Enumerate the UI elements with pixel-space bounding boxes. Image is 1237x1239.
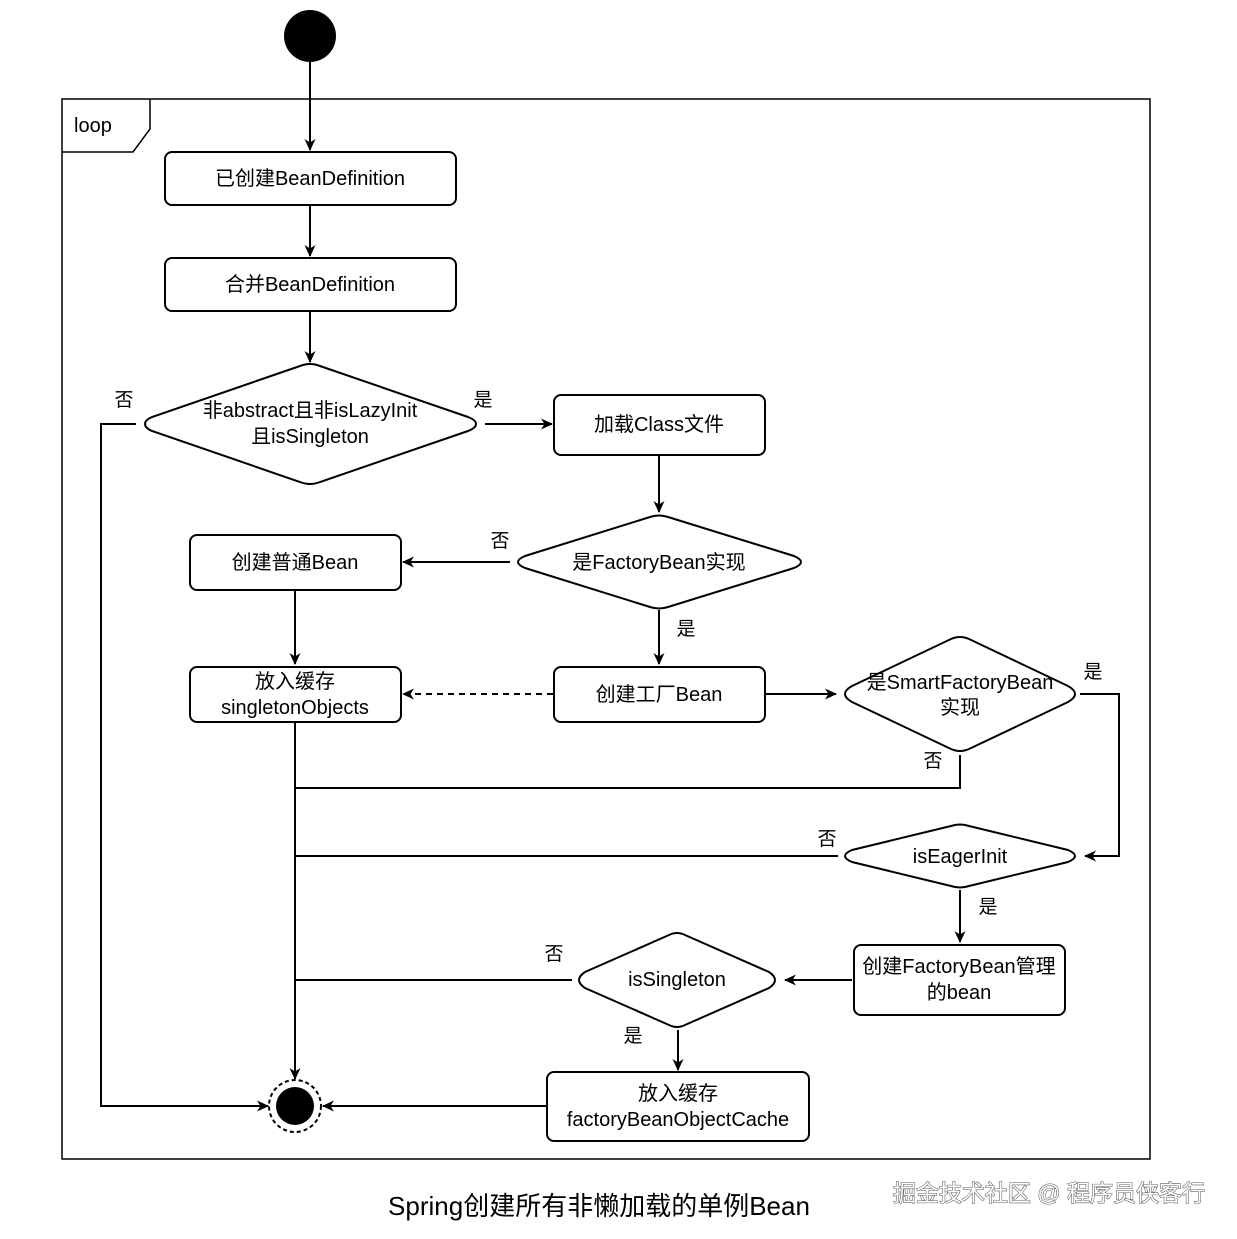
svg-text:实现: 实现 (940, 696, 980, 719)
edges (100, 62, 1120, 1112)
action-create-factory-bean: 创建工厂Bean (553, 666, 766, 723)
label-smart-no: 否 (923, 751, 942, 772)
svg-text:创建普通Bean: 创建普通Bean (232, 551, 359, 574)
svg-text:创建FactoryBean管理: 创建FactoryBean管理 (862, 955, 1055, 978)
decision-factorybean: 是FactoryBean实现 (516, 514, 803, 610)
diagram-caption: Spring创建所有非懒加载的单例Bean (388, 1191, 810, 1221)
action-create-normal-bean: 创建普通Bean (189, 534, 402, 591)
svg-text:且isSingleton: 且isSingleton (251, 426, 369, 448)
svg-text:的bean: 的bean (927, 981, 992, 1004)
edge-smart-no (295, 755, 961, 789)
action-create-managed-bean: 创建FactoryBean管理 的bean (853, 944, 1066, 1016)
loop-label: loop (74, 115, 112, 137)
action-load-class: 加载Class文件 (553, 394, 766, 456)
action-put-singleton-cache: 放入缓存 singletonObjects (189, 666, 402, 723)
edge-labels: 否 是 否 是 是 否 否 是 否 是 (114, 390, 1102, 1047)
label-smart-yes: 是 (1083, 662, 1102, 683)
svg-text:创建工厂Bean: 创建工厂Bean (596, 683, 723, 706)
final-node (268, 1079, 322, 1133)
decision-eagerinit: isEagerInit (843, 823, 1077, 889)
action-merge-bean-definition: 合并BeanDefinition (164, 257, 457, 312)
label-singleton-no: 否 (544, 944, 563, 965)
edge-smart-yes (1080, 693, 1120, 862)
svg-text:factoryBeanObjectCache: factoryBeanObjectCache (567, 1109, 789, 1131)
decision-singleton: isSingleton (577, 932, 777, 1028)
svg-text:singletonObjects: singletonObjects (221, 697, 369, 719)
decision-smartfactorybean: 是SmartFactoryBean 实现 (843, 636, 1077, 752)
svg-text:是FactoryBean实现: 是FactoryBean实现 (572, 551, 745, 574)
loop-frame: loop (61, 98, 1151, 1160)
svg-text:非abstract且非isLazyInit: 非abstract且非isLazyInit (203, 399, 418, 422)
svg-text:isEagerInit: isEagerInit (913, 846, 1008, 868)
label-singleton-yes: 是 (623, 1026, 642, 1047)
action-put-factory-cache: 放入缓存 factoryBeanObjectCache (546, 1071, 810, 1142)
svg-text:isSingleton: isSingleton (628, 969, 726, 991)
label-eager-no: 否 (817, 829, 836, 850)
label-nonabstract-yes: 是 (473, 390, 492, 411)
svg-text:是SmartFactoryBean: 是SmartFactoryBean (867, 672, 1054, 694)
action-created-bean-definition: 已创建BeanDefinition (164, 151, 457, 206)
svg-text:已创建BeanDefinition: 已创建BeanDefinition (215, 167, 405, 190)
decision-non-abstract: 非abstract且非isLazyInit 且isSingleton (143, 363, 478, 485)
svg-text:放入缓存: 放入缓存 (255, 670, 335, 693)
initial-node (284, 10, 336, 62)
svg-text:加载Class文件: 加载Class文件 (594, 413, 724, 436)
label-eager-yes: 是 (978, 897, 997, 918)
watermark: 掘金技术社区 @ 程序员侠客行 (893, 1180, 1205, 1206)
label-nonabstract-no: 否 (114, 390, 133, 411)
label-factorybean-no: 否 (490, 531, 509, 552)
svg-text:放入缓存: 放入缓存 (638, 1082, 718, 1105)
svg-text:合并BeanDefinition: 合并BeanDefinition (225, 273, 395, 296)
edge-cond-no-end (100, 423, 269, 1112)
label-factorybean-yes: 是 (676, 619, 695, 640)
